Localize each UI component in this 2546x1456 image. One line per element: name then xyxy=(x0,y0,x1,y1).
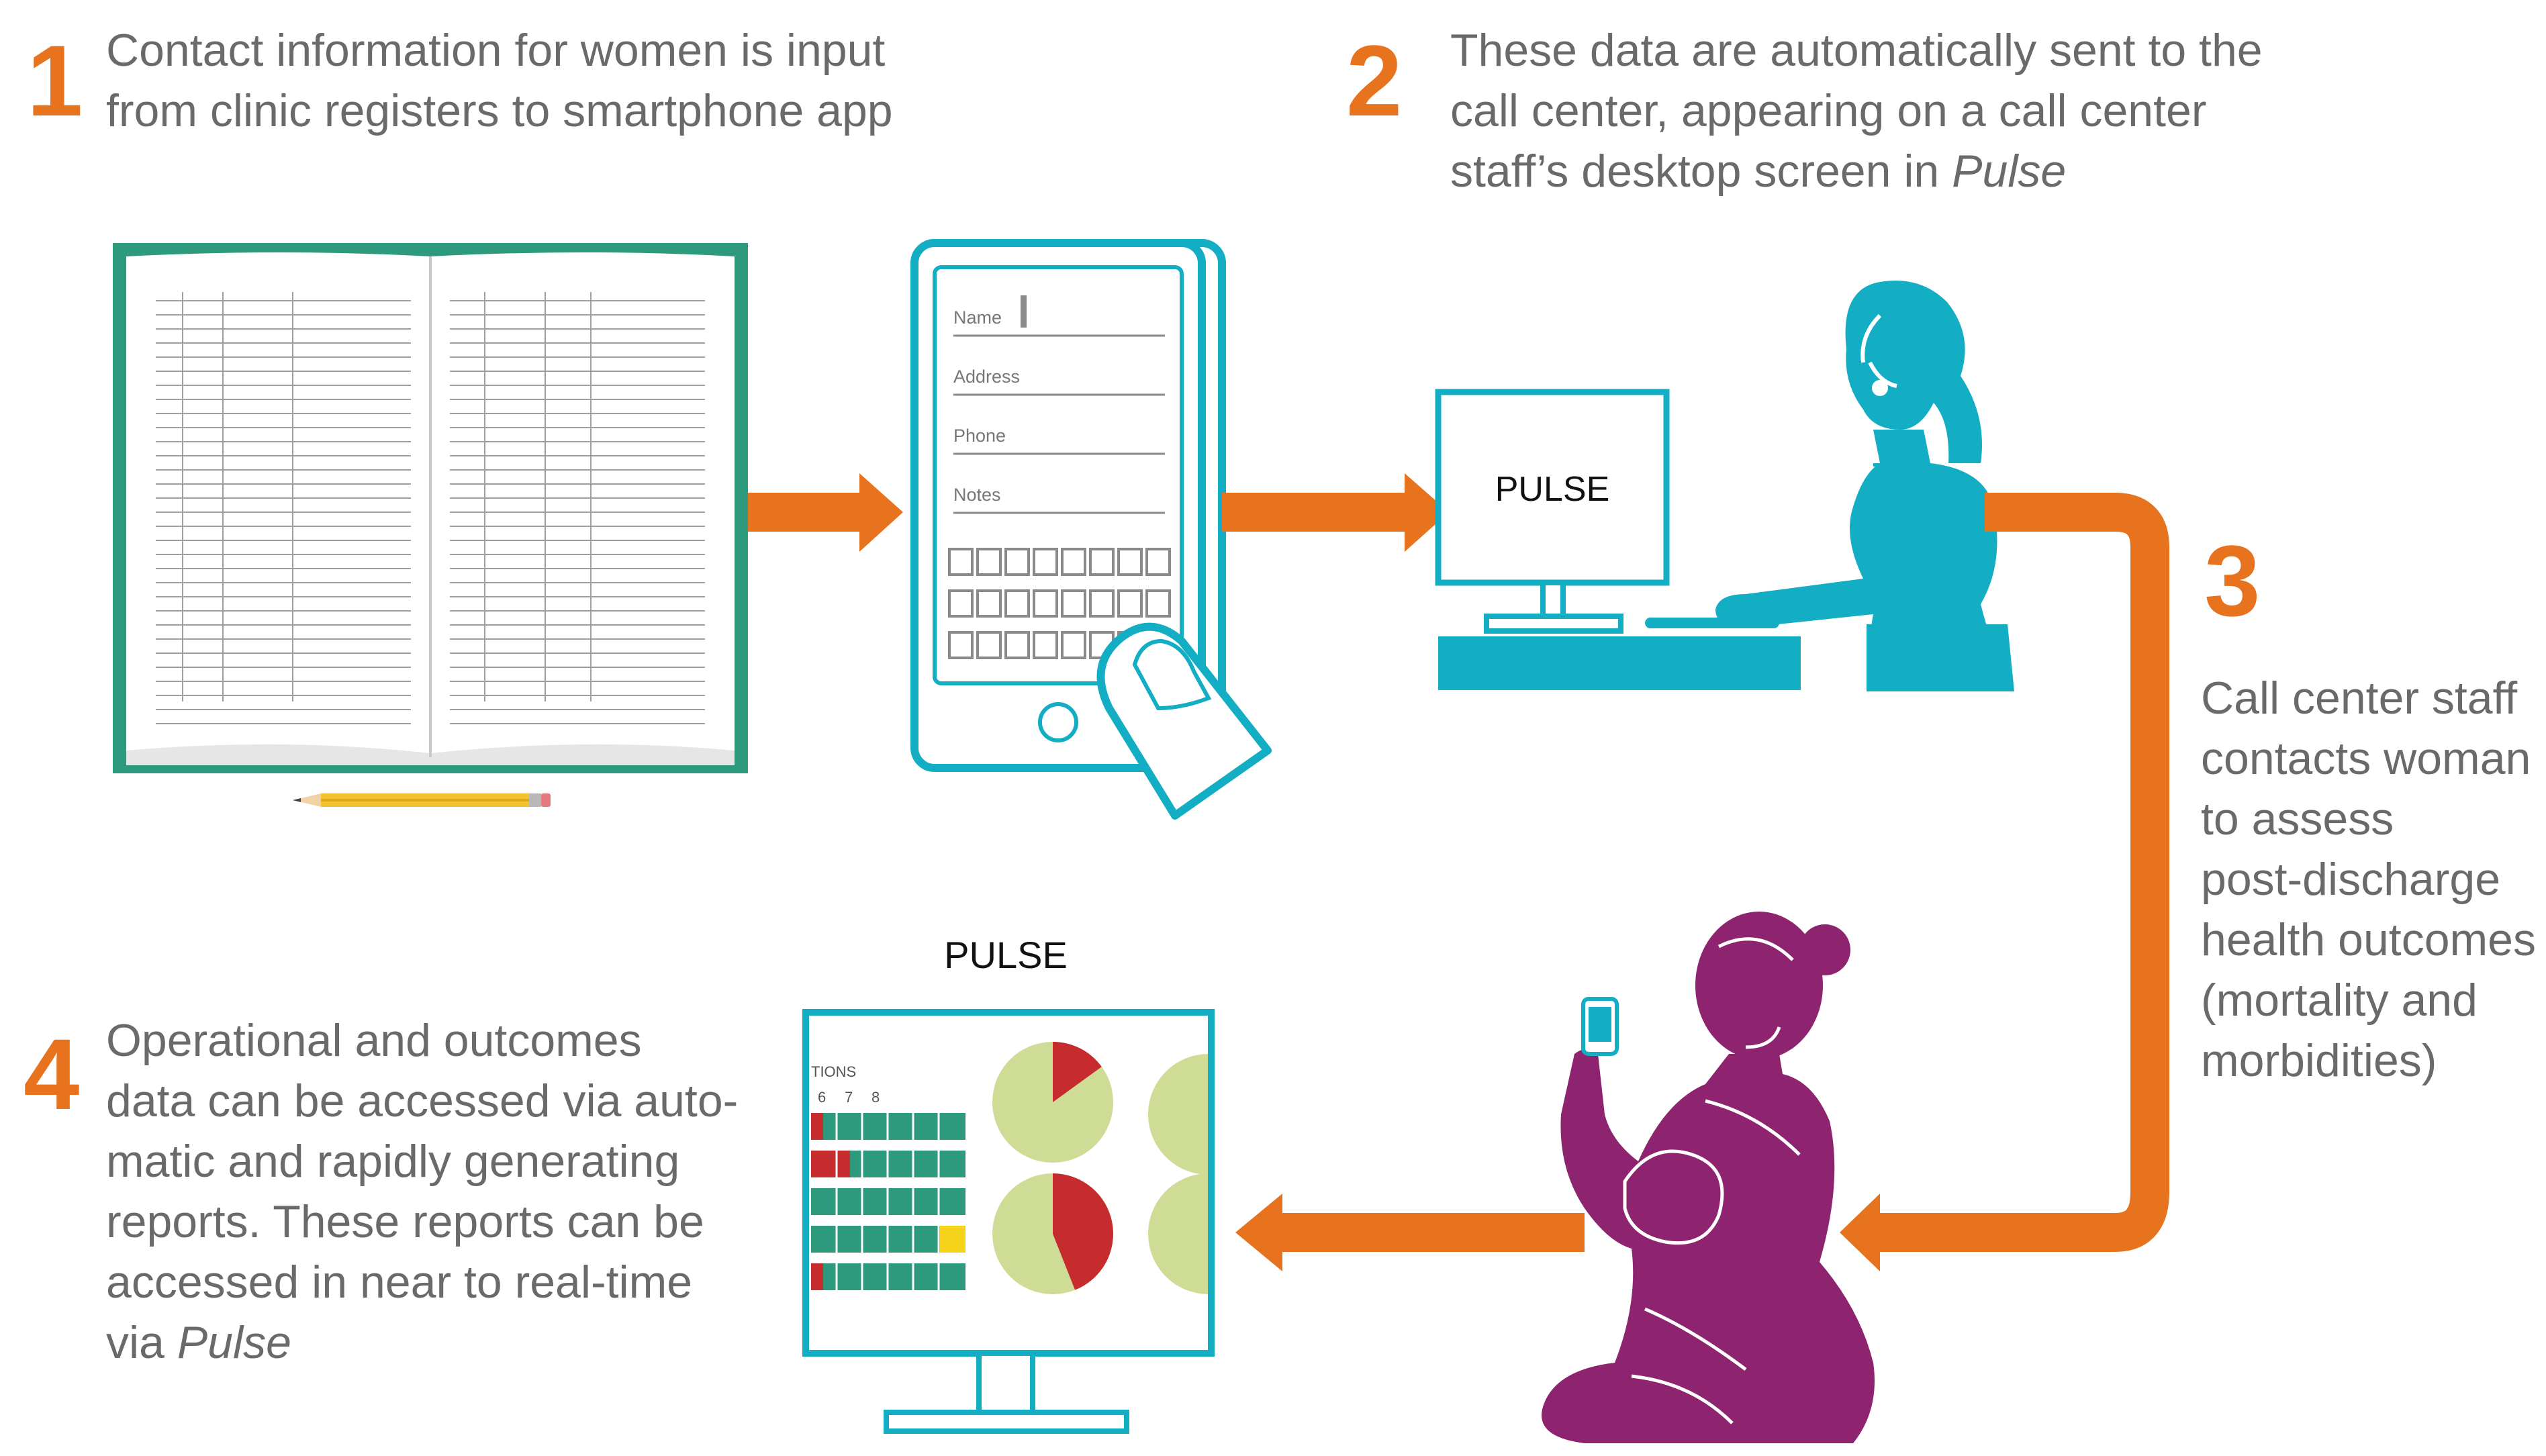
keypad-key xyxy=(976,631,1002,659)
report-pie xyxy=(1148,1054,1208,1175)
report-column-label: 7 xyxy=(845,1089,853,1106)
step-4-text-main: Operational and outcomes data can be acc… xyxy=(106,1015,739,1368)
headset-icon xyxy=(1860,313,1897,396)
keypad-key xyxy=(976,548,1002,576)
phone-field-label-address: Address xyxy=(953,367,1020,387)
step-2-text-main: These data are automatically sent to the… xyxy=(1450,25,2263,197)
keypad-key xyxy=(1145,589,1171,618)
keypad-key xyxy=(1061,548,1086,576)
report-bar-segment xyxy=(811,1263,823,1290)
report-bar-segment xyxy=(823,1263,965,1290)
keypad-key xyxy=(1004,631,1030,659)
keypad-key xyxy=(1061,589,1086,618)
arrow-icon xyxy=(1222,473,1449,552)
keypad-key xyxy=(1004,548,1030,576)
keypad-key xyxy=(1089,548,1115,576)
report-bar-segment xyxy=(850,1151,965,1177)
desktop-screen-label: PULSE xyxy=(1495,470,1610,509)
phone-field-label-name: Name xyxy=(953,307,1002,328)
step-1-number: 1 xyxy=(27,24,83,137)
keypad-key xyxy=(1145,548,1171,576)
report-monitor-icon: PULSE TIONS 6 7 8 xyxy=(802,934,1269,1434)
step-4-number: 4 xyxy=(23,1018,80,1130)
step-3-number: 3 xyxy=(2204,524,2261,637)
step-3-text: Call center staff contacts woman to asse… xyxy=(2201,673,2536,1086)
keypad-key xyxy=(976,589,1002,618)
keypad-key xyxy=(1089,589,1115,618)
report-partial-header: TIONS xyxy=(811,1063,856,1080)
report-column-label: 6 xyxy=(818,1089,826,1106)
woman-with-baby-icon xyxy=(1542,912,1875,1443)
report-column-label: 8 xyxy=(871,1089,880,1106)
pencil-icon xyxy=(293,793,551,807)
keypad-key xyxy=(948,631,974,659)
desktop-computer-icon: PULSE xyxy=(1435,389,1801,690)
phone-field-label-notes: Notes xyxy=(953,485,1001,505)
keypad-key xyxy=(948,548,974,576)
keypad-key xyxy=(948,589,974,618)
arrow-icon xyxy=(1840,493,2169,1271)
phone-field-label-phone: Phone xyxy=(953,426,1006,446)
report-pie-slice xyxy=(1053,1173,1114,1290)
mobile-phone-icon xyxy=(1581,997,1619,1056)
step-4-text: Operational and outcomes data can be acc… xyxy=(106,1010,738,1373)
keypad-key xyxy=(1004,589,1030,618)
step-2-text-italic: Pulse xyxy=(1952,146,2067,197)
report-pie-slice xyxy=(1053,1042,1102,1102)
keypad-key xyxy=(1033,631,1058,659)
report-bar-segment xyxy=(940,1226,965,1253)
notebook-icon xyxy=(113,243,748,773)
arrow-icon xyxy=(748,473,903,552)
keypad-key xyxy=(1117,548,1143,576)
report-bar-segment xyxy=(811,1226,940,1253)
report-bar-segment xyxy=(811,1151,850,1177)
step-2-number: 2 xyxy=(1346,24,1403,137)
step-4-text-italic: Pulse xyxy=(177,1317,291,1368)
step-2-text: These data are automatically sent to the… xyxy=(1450,20,2263,201)
report-title: PULSE xyxy=(944,934,1068,976)
report-pie-slice xyxy=(1209,1084,1269,1149)
keypad-key xyxy=(1117,589,1143,618)
finger-icon xyxy=(1096,622,1272,820)
keypad-key xyxy=(1033,589,1058,618)
report-pie xyxy=(1148,1173,1208,1294)
arrow-icon xyxy=(1235,1194,1585,1271)
report-bar-segment xyxy=(811,1113,823,1140)
keypad-key xyxy=(1033,548,1058,576)
step-1-text: Contact information for women is input f… xyxy=(106,25,893,136)
report-bar-segment xyxy=(823,1113,965,1140)
keypad-key xyxy=(1061,631,1086,659)
call-center-agent-icon xyxy=(1715,281,2014,691)
